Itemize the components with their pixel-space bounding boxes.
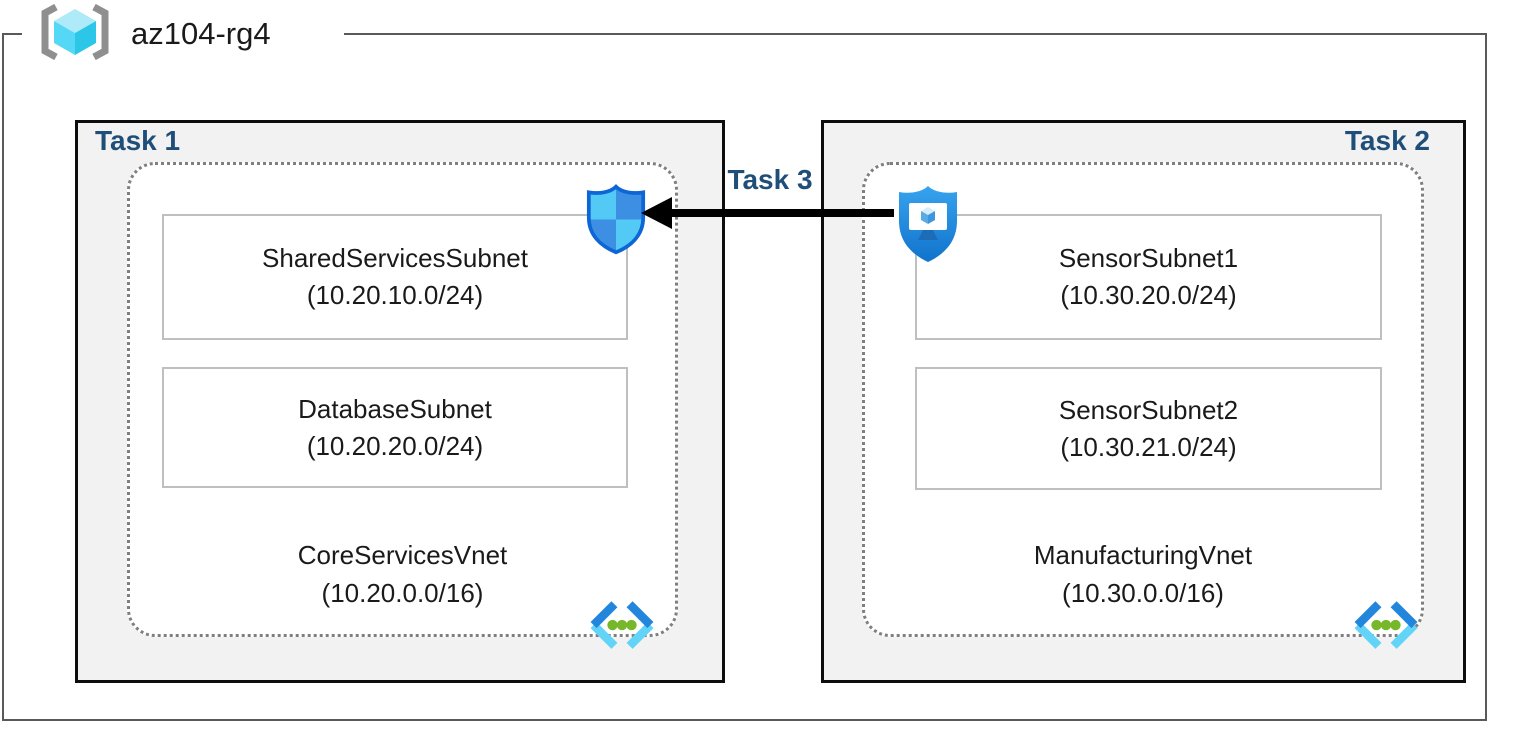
task2-label: Task 2 bbox=[1344, 125, 1430, 156]
subnet-cidr: (10.20.20.0/24) bbox=[306, 430, 484, 461]
resource-group-border bbox=[2, 33, 1487, 721]
subnet-cidr: (10.30.21.0/24) bbox=[1060, 431, 1237, 462]
sensor-subnet1-box: SensorSubnet1 (10.30.20.0/24) bbox=[915, 214, 1382, 340]
virtual-network-icon bbox=[1354, 601, 1418, 649]
vnet-name: CoreServicesVnet bbox=[297, 540, 508, 570]
subnet-name: SharedServicesSubnet bbox=[262, 243, 528, 273]
core-services-vnet-label: CoreServicesVnet (10.20.0.0/16) bbox=[127, 536, 678, 612]
virtual-network-icon bbox=[590, 601, 654, 649]
vnet-cidr: (10.30.0.0/16) bbox=[1062, 578, 1224, 608]
sensor-subnet2-box: SensorSubnet2 (10.30.21.0/24) bbox=[915, 367, 1382, 490]
shared-services-subnet-box: SharedServicesSubnet (10.20.10.0/24) bbox=[162, 214, 628, 340]
subnet-name: SensorSubnet2 bbox=[1058, 394, 1239, 425]
database-subnet-box: DatabaseSubnet (10.20.20.0/24) bbox=[162, 367, 628, 488]
manufacturing-vnet-label: ManufacturingVnet (10.30.0.0/16) bbox=[862, 536, 1424, 612]
resource-group-icon bbox=[41, 4, 109, 60]
subnet-cidr: (10.20.10.0/24) bbox=[306, 280, 484, 310]
task1-label: Task 1 bbox=[95, 125, 181, 156]
application-security-group-icon bbox=[899, 186, 957, 262]
subnet-name: DatabaseSubnet bbox=[298, 393, 492, 424]
vnet-name: ManufacturingVnet bbox=[1033, 540, 1253, 570]
subnet-cidr: (10.30.20.0/24) bbox=[1060, 280, 1237, 310]
subnet-name: SensorSubnet1 bbox=[1058, 243, 1239, 273]
network-security-group-icon bbox=[586, 184, 646, 255]
task3-label: Task 3 bbox=[727, 164, 813, 195]
task3-arrow bbox=[641, 197, 894, 229]
vnet-cidr: (10.20.0.0/16) bbox=[321, 578, 484, 608]
resource-group-name: az104-rg4 bbox=[131, 16, 271, 51]
